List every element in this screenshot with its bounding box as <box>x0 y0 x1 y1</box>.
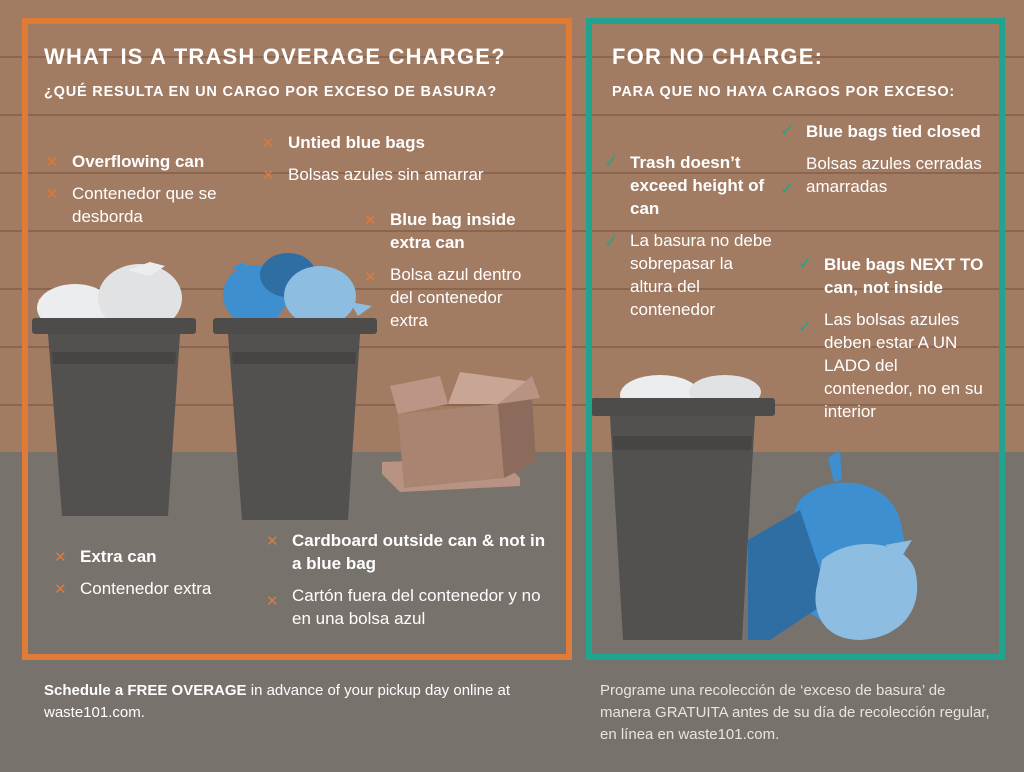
check-mark-icon: ✓ <box>604 152 619 171</box>
trash-can-icon <box>228 334 360 520</box>
blue-bag-tie-icon <box>828 450 842 482</box>
list-item: Overflowing can Contenedor que se desbor… <box>72 150 262 228</box>
item-label-es: Las bolsas azules deben estar A UN LADO … <box>824 310 983 421</box>
left-panel-title: WHAT IS A TRASH OVERAGE CHARGE? <box>44 44 506 69</box>
list-item: Extra can Contenedor extra <box>80 545 260 600</box>
extra-can-illustration <box>213 253 377 520</box>
check-mark-icon: ✓ <box>798 254 813 273</box>
item-label-en: Blue bag inside extra can <box>390 210 516 252</box>
footer-english: Schedule a FREE OVERAGE in advance of yo… <box>44 680 544 724</box>
item-label-es: Contenedor que se desborda <box>72 184 217 226</box>
item-label-es: La basura no debe sobrepasar la altura d… <box>630 231 772 319</box>
blue-bag-tie-icon <box>350 302 372 316</box>
white-bag-tie-icon <box>38 294 58 306</box>
trash-can-rim-icon <box>232 352 356 364</box>
trash-can-rim-icon <box>613 436 752 450</box>
list-item: Trash doesn’t exceed height of can La ba… <box>630 151 780 321</box>
right-panel-subtitle: PARA QUE NO HAYA CARGOS POR EXCESO: <box>612 84 956 100</box>
white-bag-tie-icon <box>128 262 165 276</box>
cardboard-box-icon <box>382 372 540 492</box>
left-panel-subtitle: ¿QUÉ RESULTA EN UN CARGO POR EXCESO DE B… <box>44 84 498 100</box>
white-bag-icon <box>98 264 182 332</box>
footer-english-rest: in advance of your pickup day online at … <box>44 682 511 721</box>
x-mark-icon: ✕ <box>364 269 377 286</box>
x-mark-icon: ✕ <box>262 135 275 152</box>
x-mark-icon: ✕ <box>262 167 275 184</box>
blue-bag-icon <box>284 266 356 326</box>
item-label-en: Blue bags tied closed <box>806 122 981 141</box>
check-mark-icon: ✓ <box>604 232 619 251</box>
footer-spanish: Programe una recolección de ‘exceso de b… <box>600 682 990 743</box>
overflowing-can-illustration <box>32 262 196 516</box>
item-label-en: Overflowing can <box>72 152 205 171</box>
item-label-en: Untied blue bags <box>288 133 425 152</box>
trash-can-rim-icon <box>52 352 176 364</box>
x-mark-icon: ✕ <box>46 154 59 171</box>
trash-can-icon <box>32 318 196 334</box>
item-label-en: Blue bags NEXT TO can, not inside <box>824 255 984 297</box>
blue-bag-tie-icon <box>232 262 250 276</box>
item-label-es: Bolsas azules cerradas amarradas <box>806 154 982 196</box>
item-label-es: Bolsas azules sin amarrar <box>288 165 484 184</box>
x-mark-icon: ✕ <box>54 581 67 598</box>
no-charge-panel <box>586 18 1005 660</box>
x-mark-icon: ✕ <box>46 186 59 203</box>
blue-bags-next-to-can <box>748 450 918 640</box>
blue-bag-icon <box>815 543 918 640</box>
trash-can-icon <box>48 334 180 516</box>
footer-english-bold: Schedule a FREE OVERAGE <box>44 682 247 699</box>
trash-can-icon <box>610 416 755 640</box>
blue-bag-icon <box>748 510 830 640</box>
x-mark-icon: ✕ <box>266 533 279 550</box>
item-label-es: Bolsa azul dentro del contenedor extra <box>390 265 522 330</box>
blue-bag-tie-icon <box>885 540 912 556</box>
item-label-es: Cartón fuera del contenedor y no en una … <box>292 586 541 628</box>
trash-can-icon <box>591 398 775 416</box>
item-label-en: Cardboard outside can & not in a blue ba… <box>292 531 546 573</box>
list-item: Blue bags NEXT TO can, not inside Las bo… <box>824 253 984 423</box>
item-label-es: Contenedor extra <box>80 579 212 598</box>
right-panel-title: FOR NO CHARGE: <box>612 44 824 69</box>
list-item: Cardboard outside can & not in a blue ba… <box>292 529 552 630</box>
overage-charge-panel <box>22 18 572 660</box>
check-mark-icon: ✓ <box>780 121 795 140</box>
check-mark-icon: ✓ <box>798 317 813 336</box>
list-item: Blue bags tied closed Bolsas azules cerr… <box>806 120 986 198</box>
x-mark-icon: ✕ <box>364 212 377 229</box>
list-item: Blue bag inside extra can Bolsa azul den… <box>390 208 540 332</box>
check-mark-icon: ✓ <box>780 179 795 198</box>
item-label-en: Trash doesn’t exceed height of can <box>630 153 765 218</box>
item-label-en: Extra can <box>80 547 157 566</box>
x-mark-icon: ✕ <box>266 593 279 610</box>
correct-can-illustration <box>591 375 775 640</box>
trash-can-icon <box>213 318 377 334</box>
list-item: Untied blue bags Bolsas azules sin amarr… <box>288 131 528 186</box>
x-mark-icon: ✕ <box>54 549 67 566</box>
